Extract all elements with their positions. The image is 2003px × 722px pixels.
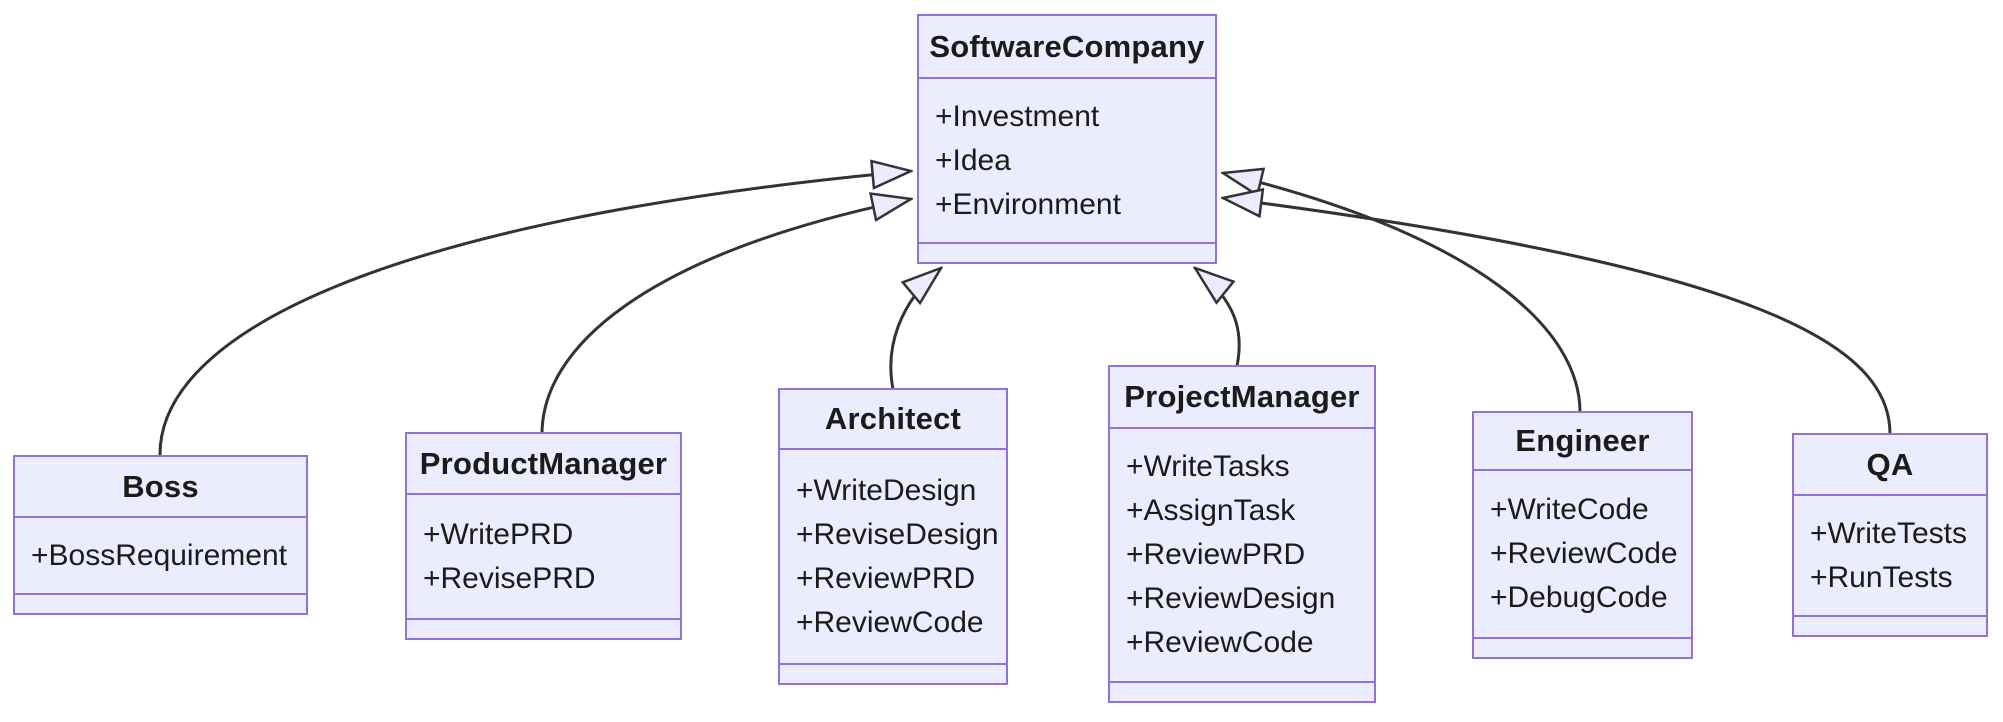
class-members-architect: +WriteDesign +ReviseDesign +ReviewPRD +R… [780,450,1006,663]
class-methods-empty-productmanager [407,618,680,638]
class-title-softwarecompany: SoftwareCompany [919,16,1215,79]
class-node-boss: Boss +BossRequirement [13,455,308,615]
class-attribute: +ReviewCode [1490,537,1678,570]
class-attribute: +WritePRD [423,517,574,551]
class-title-engineer: Engineer [1474,413,1691,471]
class-attribute: +WriteCode [1490,493,1649,526]
class-members-boss: +BossRequirement [15,518,306,593]
class-title-projectmanager: ProjectManager [1110,367,1374,429]
class-title-boss: Boss [15,457,306,518]
class-methods-empty-boss [15,593,306,613]
class-attribute: +WriteTests [1810,516,1967,550]
class-node-qa: QA +WriteTests +RunTests [1792,433,1988,637]
inheritance-arrow-productmanager [540,199,911,435]
class-members-projectmanager: +WriteTasks +AssignTask +ReviewPRD +Revi… [1110,429,1374,681]
inheritance-arrow-engineer [1223,173,1582,413]
class-attribute: +DebugCode [1490,581,1668,614]
class-methods-empty-projectmanager [1110,681,1374,701]
inheritance-arrow-qa [1223,198,1892,435]
class-attribute: +ReviewDesign [1126,582,1336,615]
class-attribute: +ReviewCode [796,605,984,639]
class-attribute: +RunTests [1810,560,1953,594]
class-attribute: +AssignTask [1126,494,1296,527]
class-members-softwarecompany: +Investment +Idea +Environment [919,79,1215,242]
class-attribute: +BossRequirement [31,538,287,572]
class-node-productmanager: ProductManager +WritePRD +RevisePRD [405,432,682,640]
class-attribute: +WriteDesign [796,473,977,507]
class-attribute: +ReviewCode [1126,626,1314,659]
class-members-qa: +WriteTests +RunTests [1794,496,1986,615]
class-methods-empty-engineer [1474,637,1691,657]
class-attribute: +RevisePRD [423,561,596,595]
inheritance-arrow-boss [158,171,911,457]
class-node-softwarecompany: SoftwareCompany +Investment +Idea +Envir… [917,14,1217,264]
class-attribute: +Environment [935,187,1121,221]
class-node-engineer: Engineer +WriteCode +ReviewCode +DebugCo… [1472,411,1693,659]
class-title-qa: QA [1794,435,1986,496]
class-members-productmanager: +WritePRD +RevisePRD [407,495,680,618]
class-attribute: +Investment [935,99,1100,133]
class-node-architect: Architect +WriteDesign +ReviseDesign +Re… [778,388,1008,685]
class-attribute: +ReviewPRD [796,561,976,595]
class-methods-empty-architect [780,663,1006,683]
class-node-projectmanager: ProjectManager +WriteTasks +AssignTask +… [1108,365,1376,703]
class-attribute: +Idea [935,143,1011,177]
class-title-productmanager: ProductManager [407,434,680,495]
class-members-engineer: +WriteCode +ReviewCode +DebugCode [1474,471,1691,637]
inheritance-arrow-projectmanager [1195,268,1241,367]
class-methods-empty-softwarecompany [919,242,1215,262]
inheritance-arrow-architect [889,268,941,390]
class-attribute: +ReviseDesign [796,517,999,551]
class-methods-empty-qa [1794,615,1986,635]
class-attribute: +WriteTasks [1126,450,1290,483]
class-title-architect: Architect [780,390,1006,450]
class-attribute: +ReviewPRD [1126,538,1306,571]
